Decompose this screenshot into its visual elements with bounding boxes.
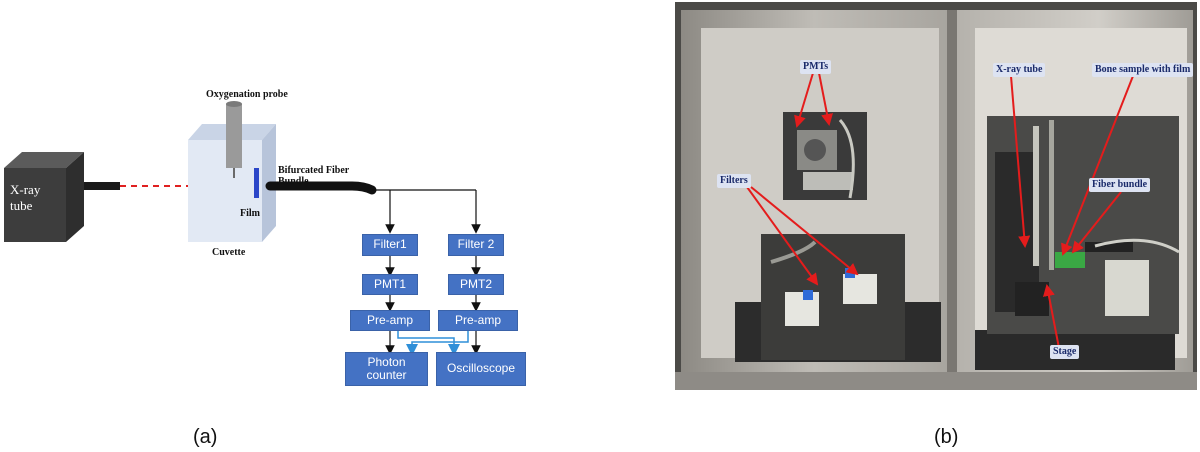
oscilloscope-box: Oscilloscope: [436, 352, 526, 386]
fiber-bundle: [265, 181, 476, 195]
label-xray-tube: X-ray tube: [993, 63, 1046, 77]
signal-preamp1-to-scope: [397, 331, 460, 356]
filter1-box: Filter1: [362, 234, 418, 256]
label-stage: Stage: [1050, 345, 1080, 359]
preamp1-box: Pre-amp: [350, 310, 430, 331]
caption-a: (a): [193, 426, 218, 448]
label-fiber-bundle: Fiber bundle: [1089, 178, 1151, 192]
label-pmts: PMTs: [800, 60, 832, 74]
pmt2-box: PMT2: [448, 274, 504, 295]
lab-photo-drawing: [675, 2, 1197, 390]
xray-tube-label: X-ray tube: [10, 182, 41, 213]
schematic-drawing: [4, 101, 481, 356]
signal-preamp2-to-counter: [406, 331, 469, 356]
film-label: Film: [240, 208, 260, 219]
fiber-bundle-label: Bifurcated Fiber Bundle: [278, 165, 350, 187]
photo-arrows: [746, 72, 1134, 349]
pmt-inset-photo: [783, 112, 867, 200]
cuvette-label: Cuvette: [212, 247, 246, 258]
filters-inset-photo: [761, 234, 905, 360]
photon-counter-box: Photon counter: [345, 352, 428, 386]
preamp2-box: Pre-amp: [438, 310, 518, 331]
pmt1-box: PMT1: [362, 274, 418, 295]
schematic-panel: X-ray tube Oxygenation probe Film Cuvett…: [4, 89, 526, 448]
filter2-box: Filter 2: [448, 234, 504, 256]
setup-inset-photo: [987, 116, 1180, 334]
label-filters: Filters: [717, 174, 751, 188]
film-strip: [254, 168, 259, 198]
label-bone-sample: Bone sample with film: [1092, 63, 1194, 77]
oxygenation-probe-label: Oxygenation probe: [206, 89, 288, 100]
xray-tube-block: [4, 152, 120, 242]
caption-b: (b): [934, 426, 959, 448]
cuvette-block: [188, 124, 276, 242]
oxygenation-probe: [226, 101, 242, 178]
lab-photo: PMTs Filters X-ray tube Bone sample with…: [675, 2, 1197, 390]
